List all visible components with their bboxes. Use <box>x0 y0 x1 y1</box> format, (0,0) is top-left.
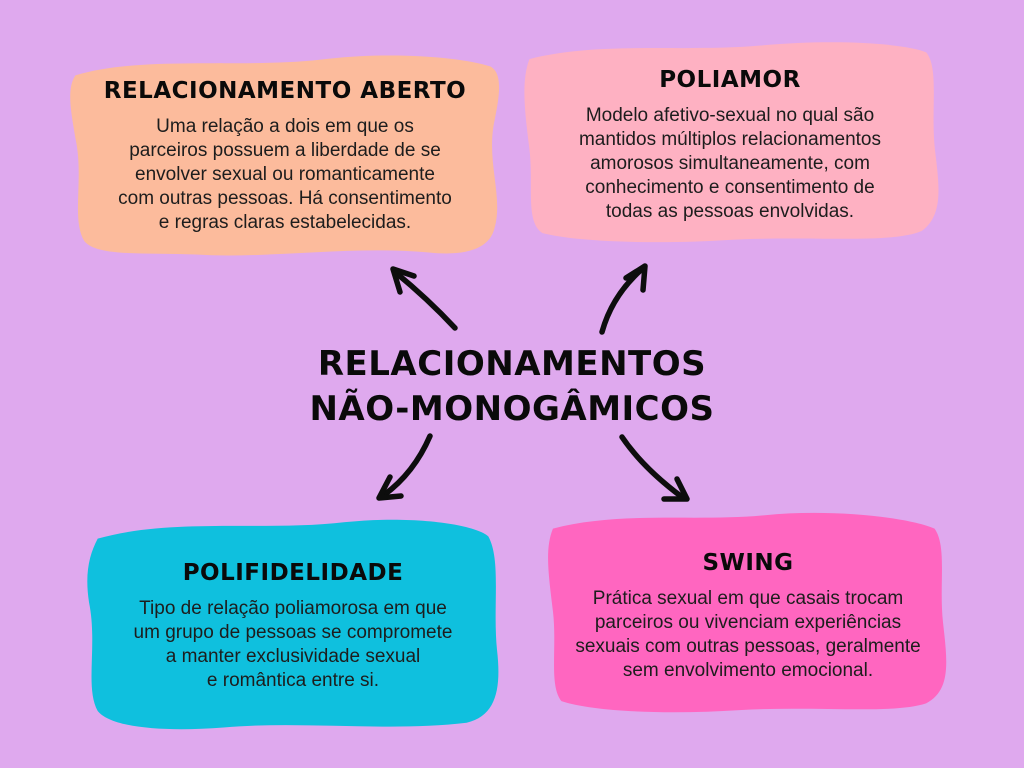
node-card-relacionamento-aberto: RELACIONAMENTO ABERTO Uma relação a dois… <box>62 44 508 268</box>
node-blob <box>548 512 947 713</box>
node-description: Prática sexual em que casais trocam parc… <box>575 587 921 681</box>
node-title: POLIAMOR <box>659 66 801 93</box>
node-card-poliamor: POLIAMOR Modelo afetivo-sexual no qual s… <box>512 32 948 258</box>
node-card-swing: SWING Prática sexual em que casais troca… <box>536 504 960 728</box>
node-description: Uma relação a dois em que os parceiros p… <box>118 115 452 233</box>
node-blob <box>70 55 500 256</box>
node-card-polifidelidade: POLIFIDELIDADE Tipo de relação poliamoro… <box>76 508 510 744</box>
node-blob <box>87 519 499 730</box>
diagram-title: RELACIONAMENTOS NÃO-MONOGÂMICOS <box>309 344 715 429</box>
arrow-to-swing <box>619 434 690 502</box>
node-description: Tipo de relação poliamorosa em que um gr… <box>133 597 453 691</box>
node-title: SWING <box>702 549 794 576</box>
arrow-to-polifidelidade <box>376 433 433 501</box>
node-description: Modelo afetivo-sexual no qual são mantid… <box>578 104 882 222</box>
node-blob <box>524 42 939 243</box>
arrow-to-relacionamento-aberto <box>390 266 458 331</box>
node-title: RELACIONAMENTO ABERTO <box>103 77 467 104</box>
node-title: POLIFIDELIDADE <box>182 559 404 586</box>
arrow-to-poliamor <box>599 263 648 335</box>
